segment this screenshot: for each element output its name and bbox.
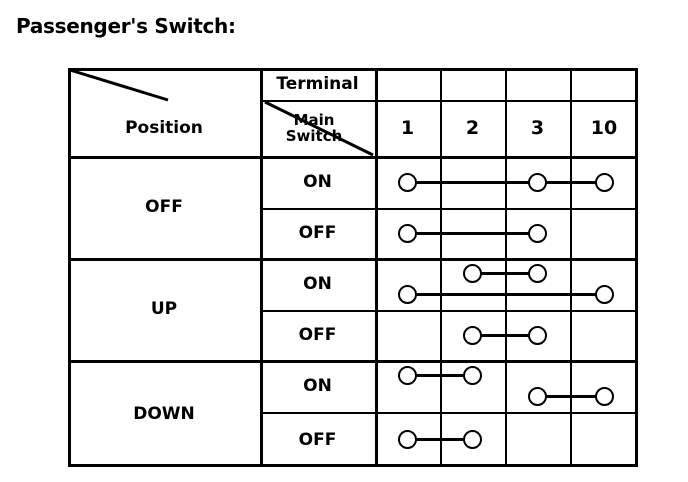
contact-node-terminal-3 xyxy=(527,325,547,345)
vrule-mainswitch-terminals xyxy=(375,68,378,467)
contact-node-terminal-3 xyxy=(527,264,547,284)
table-border xyxy=(68,68,638,467)
hrule-row-1-2 xyxy=(260,208,638,210)
contact-node-terminal-3 xyxy=(527,172,547,192)
contact-wire xyxy=(537,394,604,398)
header-main-switch: Main Switch xyxy=(264,102,364,156)
contact-wire xyxy=(472,333,537,337)
main-switch-cell-row-4: OFF xyxy=(298,325,337,345)
contact-node-terminal-3 xyxy=(527,386,547,406)
contact-node-terminal-3 xyxy=(527,223,547,243)
contact-wire xyxy=(472,272,537,276)
position-cell-up: UP xyxy=(150,299,178,319)
contact-node-terminal-10 xyxy=(594,172,614,192)
contact-diagram-layer xyxy=(68,68,638,467)
contact-node-terminal-1 xyxy=(397,430,417,449)
contact-node-terminal-1 xyxy=(397,284,417,304)
header-main-switch-line2: Switch xyxy=(285,127,343,145)
vrule-term-3-10 xyxy=(570,71,572,467)
hrule-group-off-up xyxy=(68,258,638,261)
header-terminal-3: 3 xyxy=(530,117,545,139)
header-terminal-10: 10 xyxy=(590,117,618,139)
main-switch-cell-row-3: ON xyxy=(303,274,332,294)
header-terminal-1: 1 xyxy=(400,117,415,139)
contact-node-terminal-10 xyxy=(594,386,614,406)
page-title: Passenger's Switch: xyxy=(16,14,236,38)
contact-node-terminal-1 xyxy=(397,366,417,386)
contact-node-terminal-1 xyxy=(397,172,417,192)
contact-wire xyxy=(407,180,604,184)
main-switch-cell-row-2: OFF xyxy=(298,223,337,243)
header-corner-diagonals xyxy=(69,68,374,157)
switch-continuity-table: Terminal Position Main Switch 1 2 3 10 O… xyxy=(68,68,638,467)
contact-wire xyxy=(407,231,537,235)
main-switch-cell-row-5: ON xyxy=(303,376,332,396)
hrule-terminal-band xyxy=(260,100,638,102)
header-position: Position xyxy=(125,118,203,138)
contact-node-terminal-10 xyxy=(594,284,614,304)
contact-node-terminal-2 xyxy=(462,264,482,284)
hrule-row-5-6 xyxy=(260,412,638,414)
contact-wire xyxy=(407,292,604,296)
hrule-row-3-4 xyxy=(260,310,638,312)
header-terminal: Terminal xyxy=(276,74,359,94)
contact-node-terminal-2 xyxy=(462,366,482,386)
contact-node-terminal-2 xyxy=(462,430,482,449)
position-cell-down: DOWN xyxy=(133,403,195,424)
contact-wire xyxy=(407,374,472,378)
main-switch-cell-row-6: OFF xyxy=(298,429,337,450)
contact-node-terminal-2 xyxy=(462,325,482,345)
vrule-term-1-2 xyxy=(440,71,442,467)
header-terminal-2: 2 xyxy=(465,117,480,139)
vrule-position-mainswitch xyxy=(260,68,263,467)
main-switch-cell-row-1: ON xyxy=(303,172,332,192)
position-cell-off: OFF xyxy=(145,197,183,217)
hrule-header-bottom xyxy=(68,156,638,159)
header-main-switch-line1: Main xyxy=(293,111,335,130)
hrule-group-up-down xyxy=(68,360,638,363)
contact-wire xyxy=(407,438,472,441)
contact-node-terminal-1 xyxy=(397,223,417,243)
vrule-term-2-3 xyxy=(505,71,507,467)
